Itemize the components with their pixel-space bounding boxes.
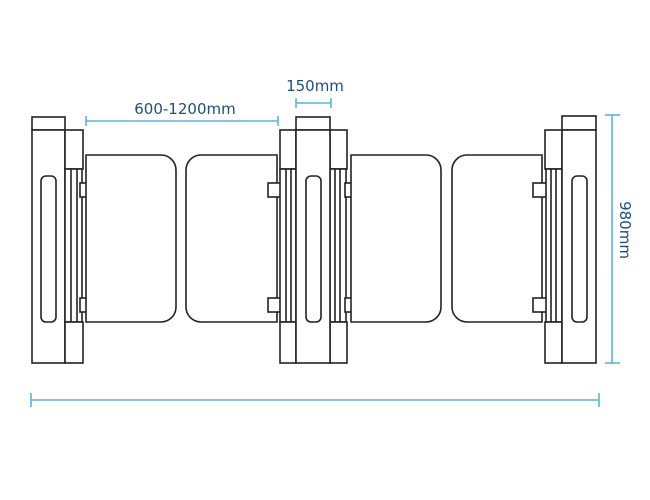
middle-pillar xyxy=(267,116,360,364)
gate-door xyxy=(85,154,177,323)
pillar-width-dimension: 150mm xyxy=(286,77,344,108)
right-pillar xyxy=(532,115,597,364)
passage-width-dimension: 600-1200mm xyxy=(85,100,279,126)
gate-door xyxy=(350,154,442,323)
height-dimension: 980mm xyxy=(605,114,634,364)
passage-width-label: 600-1200mm xyxy=(134,100,235,118)
left-pillar xyxy=(31,116,95,364)
gate-door xyxy=(185,154,278,323)
total-width-dimension xyxy=(30,393,600,407)
height-label: 980mm xyxy=(616,201,634,259)
pillar-width-label: 150mm xyxy=(286,77,344,95)
gate-door xyxy=(451,154,543,323)
